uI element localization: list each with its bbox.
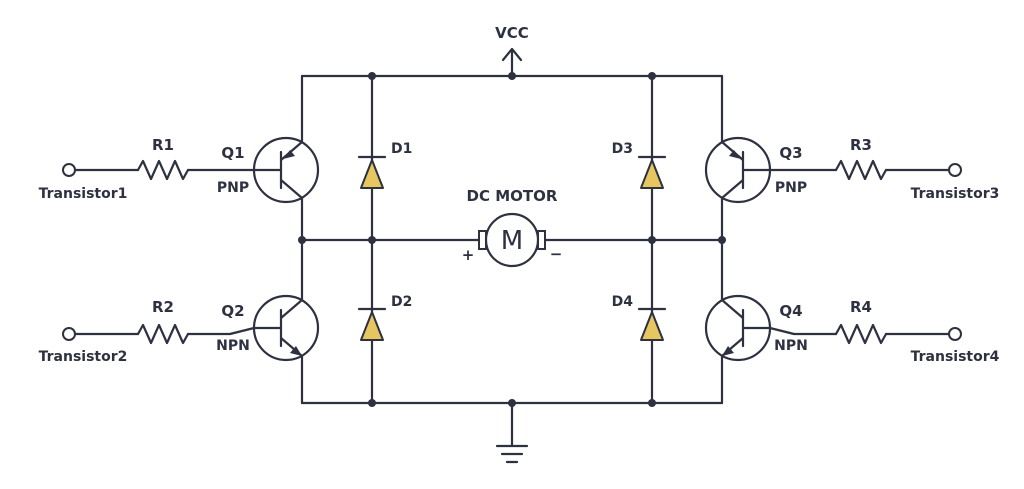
junction-dot: [508, 399, 516, 407]
resistor-icon: [834, 159, 888, 181]
motor-minus-label: −: [550, 245, 563, 263]
emitter-arrow-icon: [290, 346, 302, 356]
r3-label: R3: [850, 136, 872, 154]
vcc-terminal: VCC: [495, 24, 529, 78]
ground-icon: [495, 401, 529, 464]
input-wire: [186, 326, 256, 336]
diode-icon: [640, 159, 664, 189]
diode-d2: D2: [357, 294, 412, 341]
resistor-icon: [136, 159, 190, 181]
input-transistor3: R3 Transistor3: [768, 136, 1000, 202]
resistor-icon: [136, 323, 190, 345]
junction-dot: [298, 236, 306, 244]
motor-icon: [484, 212, 540, 268]
transistor4-label: Transistor4: [911, 349, 1000, 365]
motor-symbol: M: [501, 226, 523, 256]
r2-label: R2: [152, 298, 174, 316]
q3-type: PNP: [775, 180, 807, 196]
transistor1-label: Transistor1: [39, 186, 128, 202]
transistor-lead: [720, 178, 745, 202]
transistor-lead: [720, 292, 745, 320]
diode-icon: [360, 159, 384, 189]
input-transistor4: R4 Transistor4: [768, 298, 1000, 365]
junction-dot: [368, 72, 376, 80]
diode-d4: D4: [612, 294, 667, 341]
transistor2-label: Transistor2: [39, 349, 128, 365]
diode-icon: [360, 311, 384, 341]
junction-dot: [648, 72, 656, 80]
q4-label: Q4: [779, 302, 802, 320]
transistor-q2: Q2 NPN: [216, 292, 320, 364]
junction-dot: [368, 399, 376, 407]
d3-label: D3: [612, 141, 633, 157]
d2-label: D2: [391, 294, 412, 310]
diode-icon: [640, 311, 664, 341]
q4-type: NPN: [774, 338, 808, 354]
q3-label: Q3: [779, 144, 802, 162]
q2-label: Q2: [221, 302, 244, 320]
junction-dot: [368, 236, 376, 244]
dc-motor: DC MOTOR M + −: [462, 187, 563, 268]
junction-dot: [648, 399, 656, 407]
transistor-q1: Q1 PNP: [217, 130, 320, 204]
transistor3-label: Transistor3: [911, 186, 1000, 202]
transistor-q3: Q3 PNP: [704, 130, 807, 204]
input-transistor2: R2 Transistor2: [39, 298, 256, 365]
emitter-arrow-icon: [722, 346, 734, 356]
q1-label: Q1: [221, 144, 244, 162]
d1-label: D1: [391, 141, 412, 157]
junction-dot: [648, 236, 656, 244]
emitter-arrow-icon: [283, 150, 295, 159]
junction-dot: [718, 236, 726, 244]
q1-type: PNP: [217, 180, 249, 196]
input-wire: [768, 326, 838, 336]
r4-label: R4: [850, 298, 872, 316]
input-terminal-icon[interactable]: [948, 327, 962, 341]
d4-label: D4: [612, 294, 634, 310]
transistor-lead: [279, 178, 304, 202]
transistor-q4: Q4 NPN: [704, 292, 808, 364]
junctions: [298, 72, 726, 407]
motor-title: DC MOTOR: [467, 187, 558, 205]
vcc-label: VCC: [495, 24, 529, 42]
diode-d3: D3: [612, 141, 667, 189]
emitter-arrow-icon: [729, 150, 741, 159]
diode-d1: D1: [357, 141, 412, 189]
motor-plus-label: +: [462, 246, 475, 264]
r1-label: R1: [152, 136, 174, 154]
resistor-icon: [834, 323, 888, 345]
input-terminal-icon[interactable]: [62, 163, 76, 177]
transistor-lead: [279, 292, 304, 320]
input-terminal-icon[interactable]: [62, 327, 76, 341]
input-terminal-icon[interactable]: [948, 163, 962, 177]
q2-type: NPN: [216, 338, 250, 354]
vcc-arrow-icon: [501, 47, 523, 78]
junction-dot: [508, 72, 516, 80]
input-transistor1: R1 Transistor1: [39, 136, 256, 202]
ground-symbol: [495, 401, 529, 464]
